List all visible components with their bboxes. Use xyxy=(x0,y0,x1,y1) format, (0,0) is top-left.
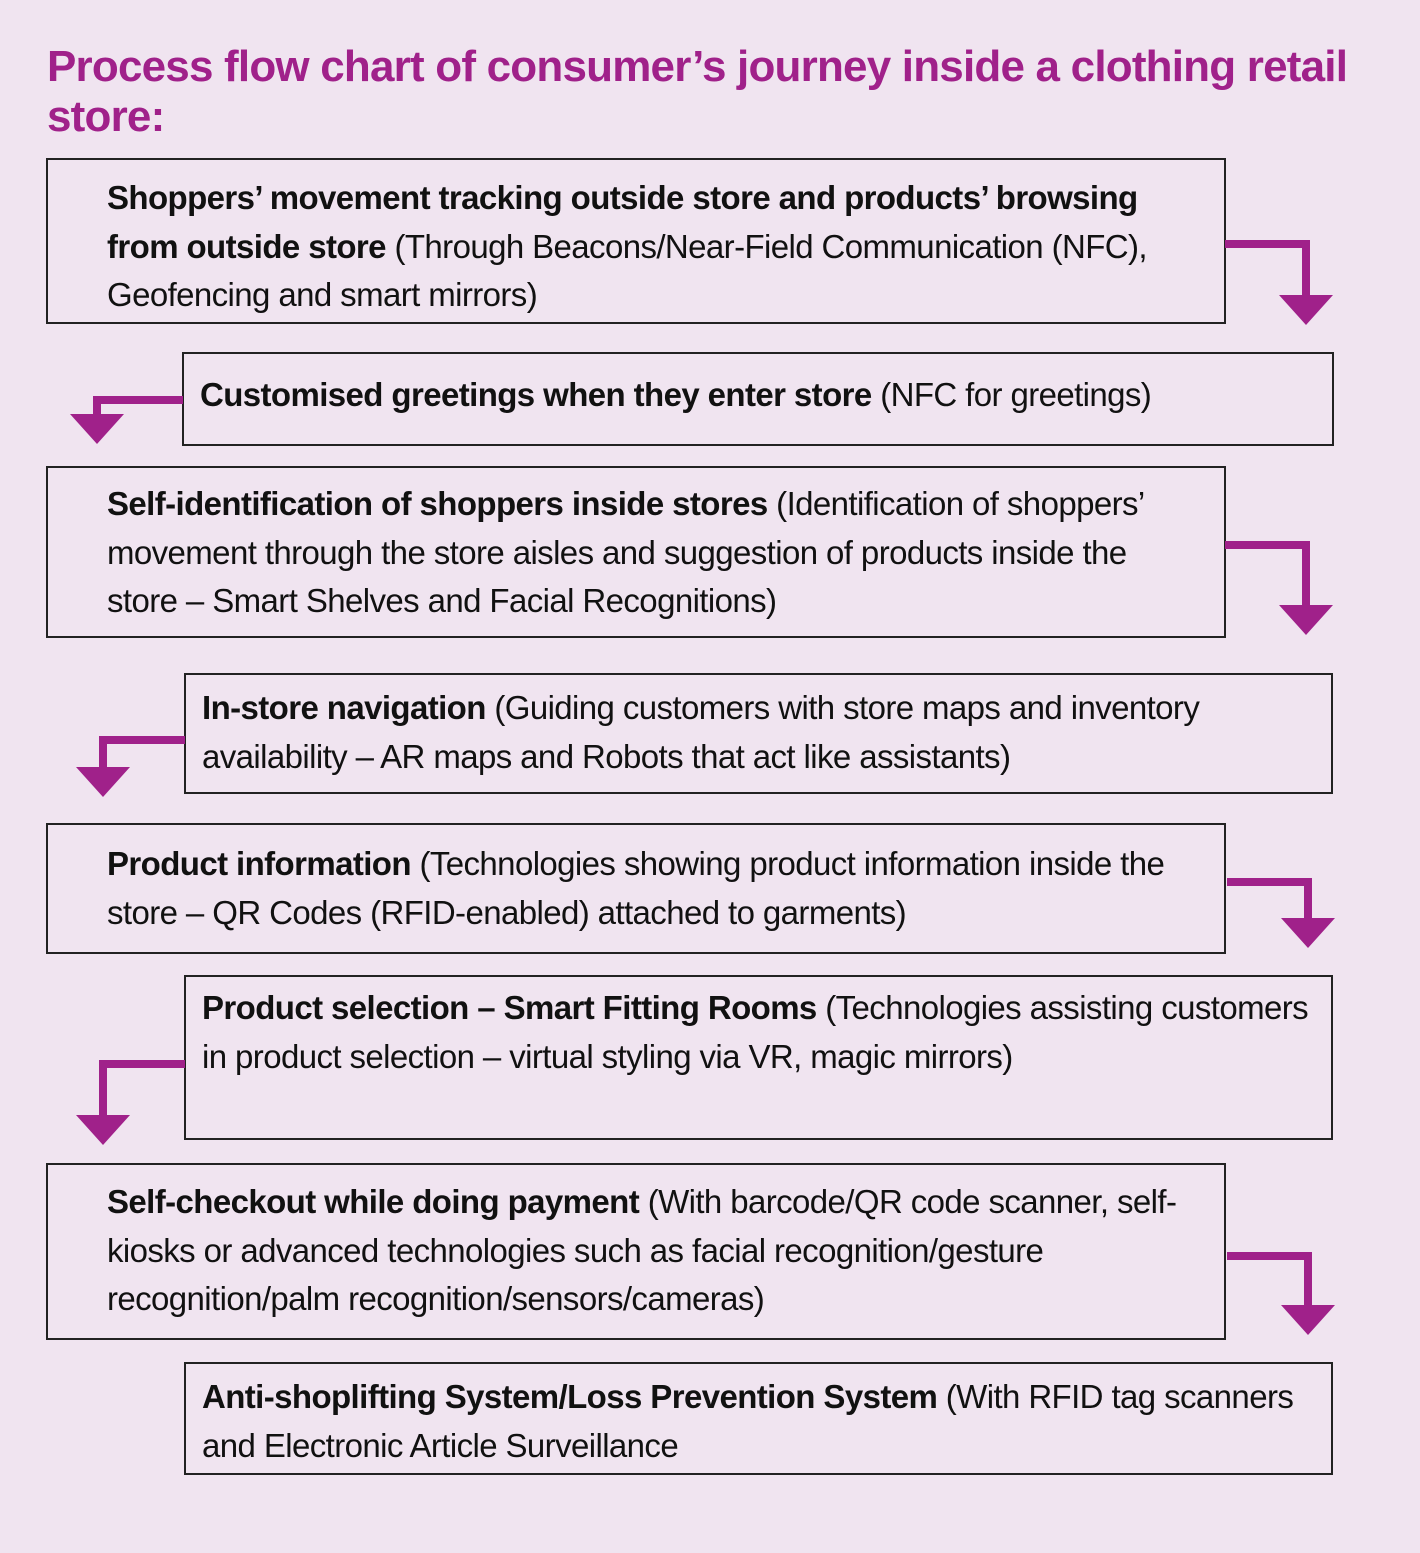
connector-horizontal-segment xyxy=(1227,878,1312,886)
step-box-8: Anti-shoplifting System/Loss Prevention … xyxy=(184,1362,1333,1475)
step-box-2: Customised greetings when they enter sto… xyxy=(182,352,1334,446)
diagram-title: Process flow chart of consumer’s journey… xyxy=(47,42,1348,141)
connector-vertical-segment xyxy=(99,736,107,767)
step-lead: Self-checkout while doing payment xyxy=(107,1183,640,1220)
step-text: Customised greetings when they enter sto… xyxy=(200,371,1312,420)
arrow-down-icon xyxy=(1281,918,1335,948)
connector-horizontal-segment xyxy=(93,396,183,404)
step-text: Product information (Technologies showin… xyxy=(107,840,1194,937)
connector-arrow-5-to-6 xyxy=(1227,878,1335,948)
connector-arrow-1-to-2 xyxy=(1225,240,1333,325)
step-detail: (Technologies assisting customers in pro… xyxy=(202,989,1309,1075)
step-lead: In-store navigation xyxy=(202,689,486,726)
step-lead: Customised greetings when they enter sto… xyxy=(200,376,872,413)
connector-vertical-segment xyxy=(93,396,101,414)
step-box-6: Product selection – Smart Fitting Rooms … xyxy=(184,975,1333,1140)
step-lead: Self-identification of shoppers inside s… xyxy=(107,485,768,522)
connector-horizontal-segment xyxy=(99,736,185,744)
step-lead: Product information xyxy=(107,845,412,882)
arrow-down-icon xyxy=(76,767,130,797)
step-detail: (Through Beacons/Near-Field Communicatio… xyxy=(107,227,1148,314)
connector-vertical-segment xyxy=(99,1060,107,1115)
arrow-down-icon xyxy=(1281,1305,1335,1335)
step-detail: (Technologies showing product informatio… xyxy=(107,845,1165,931)
connector-vertical-segment xyxy=(1304,1252,1312,1305)
step-text: Self-checkout while doing payment (With … xyxy=(107,1178,1194,1324)
step-box-4: In-store navigation (Guiding customers w… xyxy=(184,673,1333,794)
step-text: In-store navigation (Guiding customers w… xyxy=(202,684,1311,781)
arrow-down-icon xyxy=(1279,605,1333,635)
step-lead: Shoppers’ movement tracking outside stor… xyxy=(107,179,1138,265)
connector-arrow-2-to-3 xyxy=(70,396,183,444)
step-text: Self-identification of shoppers inside s… xyxy=(107,480,1184,626)
connector-vertical-segment xyxy=(1302,541,1310,605)
step-box-1: Shoppers’ movement tracking outside stor… xyxy=(46,158,1226,324)
arrow-down-icon xyxy=(76,1115,130,1145)
connector-vertical-segment xyxy=(1304,878,1312,918)
step-text: Anti-shoplifting System/Loss Prevention … xyxy=(202,1373,1311,1470)
connector-horizontal-segment xyxy=(1225,541,1310,549)
step-box-7: Self-checkout while doing payment (With … xyxy=(46,1163,1226,1340)
connector-horizontal-segment xyxy=(1225,240,1310,248)
connector-arrow-6-to-7 xyxy=(76,1060,185,1145)
step-text: Product selection – Smart Fitting Rooms … xyxy=(202,984,1311,1081)
step-detail: (Guiding customers with store maps and i… xyxy=(202,689,1200,775)
connector-arrow-4-to-5 xyxy=(76,736,185,797)
connector-arrow-7-to-8 xyxy=(1227,1252,1335,1335)
connector-horizontal-segment xyxy=(99,1060,185,1068)
step-detail: (Identification of shoppers’ movement th… xyxy=(107,485,1144,619)
step-box-5: Product information (Technologies showin… xyxy=(46,823,1226,954)
step-detail: (With barcode/QR code scanner, self-kios… xyxy=(107,1183,1177,1317)
connector-horizontal-segment xyxy=(1227,1252,1312,1260)
arrow-down-icon xyxy=(1279,295,1333,325)
step-box-3: Self-identification of shoppers inside s… xyxy=(46,466,1226,638)
step-text: Shoppers’ movement tracking outside stor… xyxy=(107,174,1194,320)
step-detail: (NFC for greetings) xyxy=(871,376,1152,413)
step-lead: Anti-shoplifting System/Loss Prevention … xyxy=(202,1378,938,1415)
connector-arrow-3-to-4 xyxy=(1225,541,1333,635)
step-lead: Product selection – Smart Fitting Rooms xyxy=(202,989,817,1026)
step-detail: (With RFID tag scanners and Electronic A… xyxy=(202,1378,1294,1464)
connector-vertical-segment xyxy=(1302,240,1310,295)
arrow-down-icon xyxy=(70,414,124,444)
